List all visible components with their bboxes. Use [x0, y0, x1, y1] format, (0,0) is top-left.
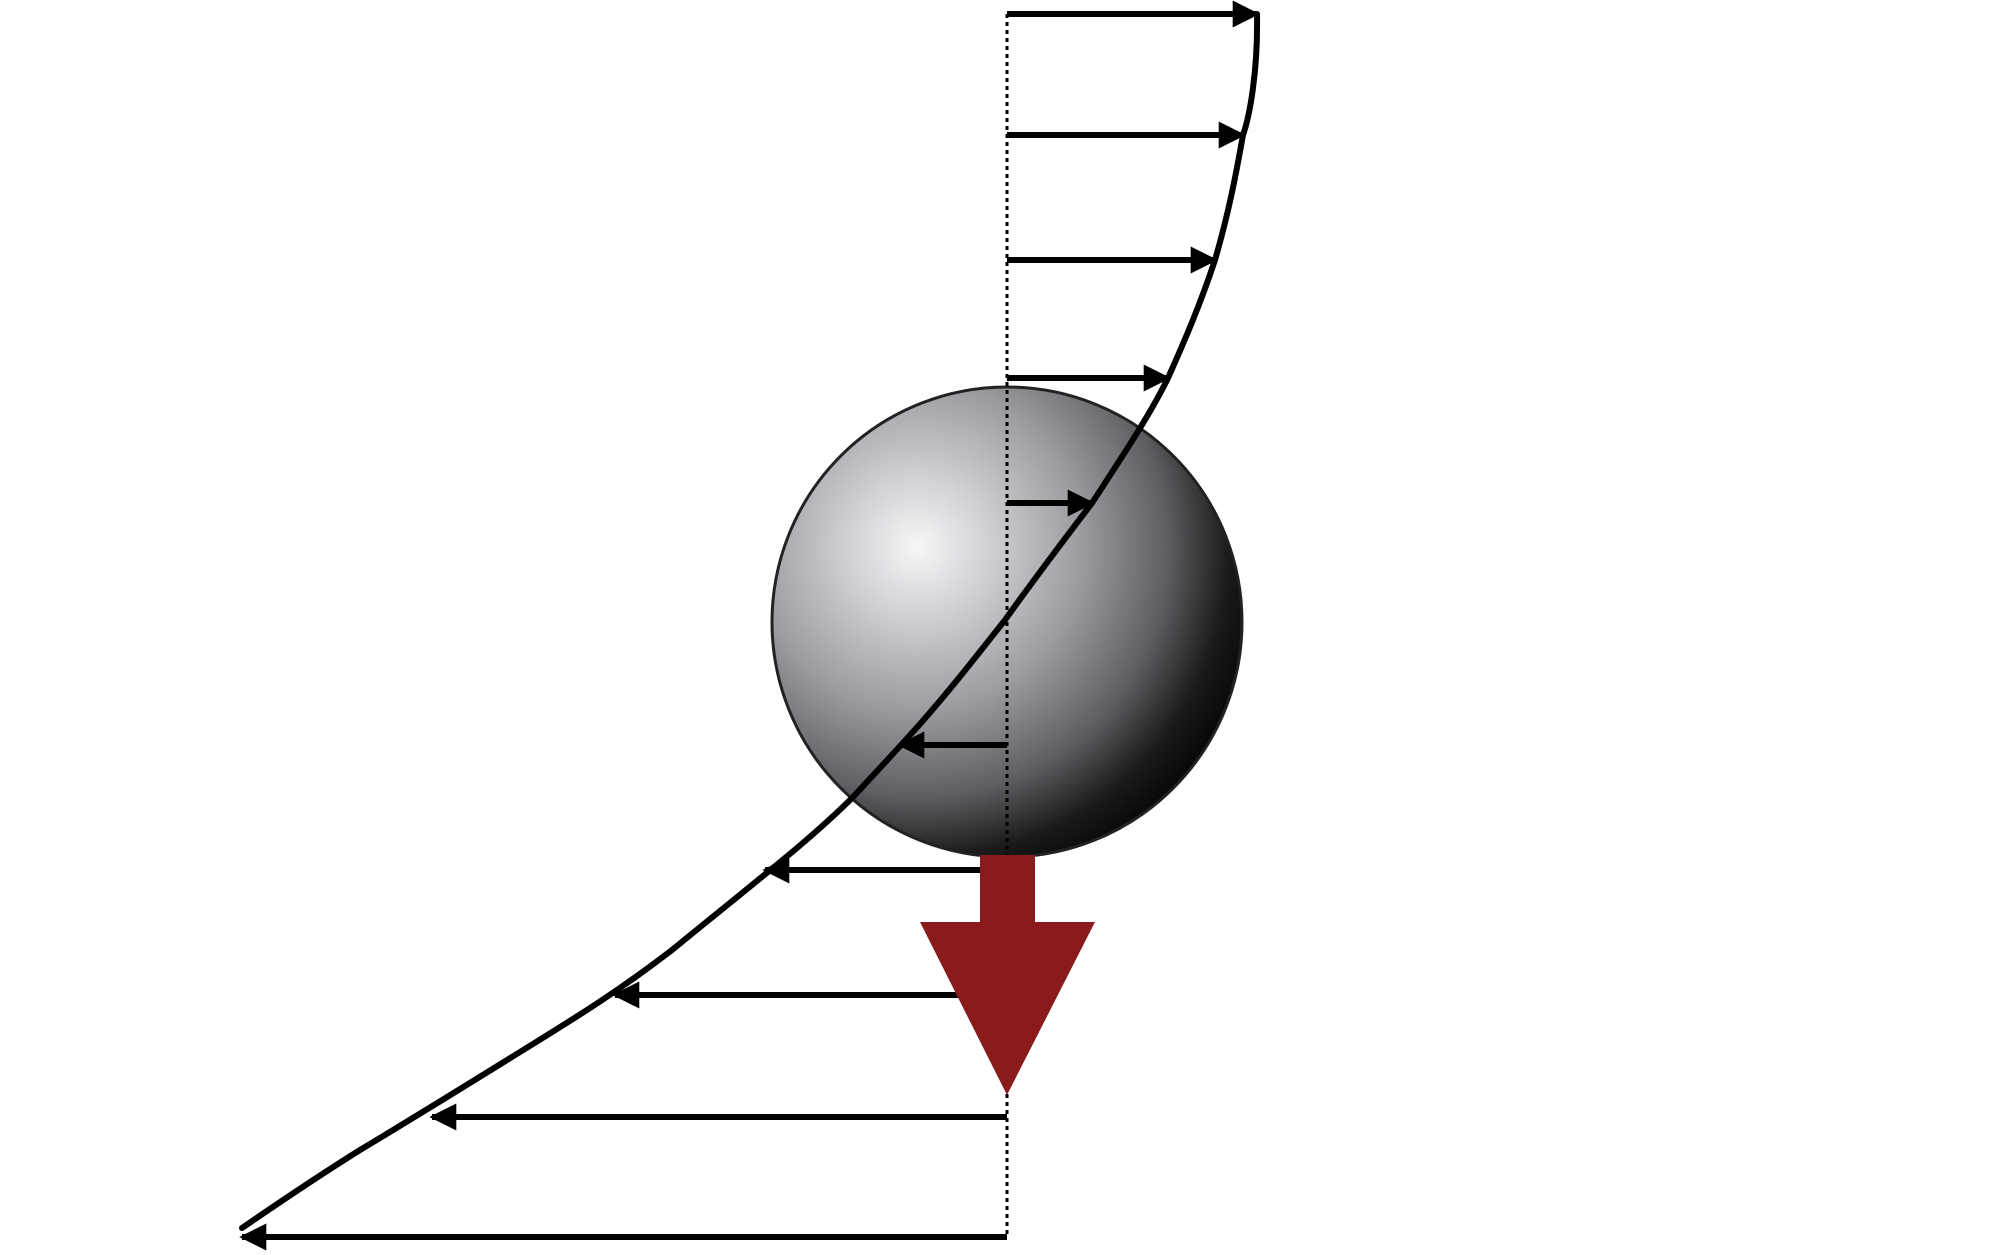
downward-force-arrow [920, 855, 1095, 1095]
velocity-profile-curve [239, 11, 1261, 1231]
shear-velocity-arrows [239, 0, 1260, 1251]
force-arrow-head [920, 922, 1095, 1095]
force-arrow-shaft [980, 855, 1035, 927]
